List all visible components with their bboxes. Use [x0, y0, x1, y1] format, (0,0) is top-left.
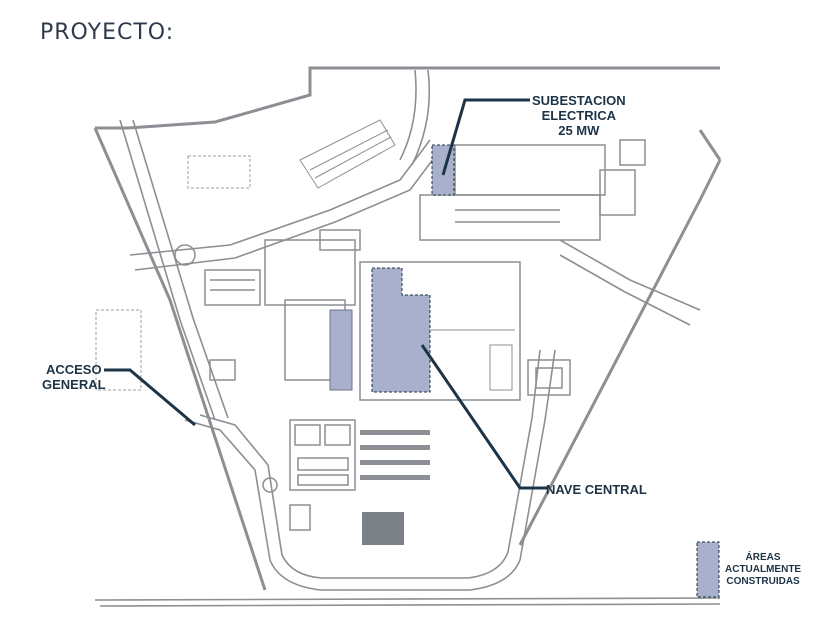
access-label-line-1: ACCESO	[45, 362, 102, 377]
perimeter-roads	[94, 69, 721, 607]
central-hall	[359, 261, 521, 401]
substation-label-line-2: ELECTRICA	[541, 108, 617, 123]
leader-lines	[104, 98, 548, 490]
substation-label: SUBESTACION ELECTRICA 25 MW	[532, 93, 626, 138]
central-hall-label: NAVE CENTRAL	[546, 482, 647, 497]
annex-built-area	[329, 309, 353, 391]
substation-label-line-3: 25 MW	[558, 123, 600, 138]
substation-zone	[419, 139, 646, 241]
central-hall-built-area	[371, 267, 431, 393]
roundabouts	[174, 244, 278, 493]
parcels	[95, 155, 251, 391]
legend-label: ÁREAS ACTUALMENTE CONSTRUIDAS	[725, 552, 801, 588]
access-label: ACCESO GENERAL	[42, 362, 106, 392]
legend-label-line-3: CONSTRUIDAS	[726, 576, 800, 587]
parking-top	[299, 119, 396, 189]
access-label-line-2: GENERAL	[42, 377, 106, 392]
legend-swatch	[696, 541, 720, 598]
page-title: PROYECTO:	[40, 20, 175, 45]
south-blocks	[289, 419, 356, 531]
legend-label-line-1: ÁREAS	[745, 552, 781, 563]
legend-label-line-2: ACTUALMENTE	[725, 564, 802, 575]
substation-label-line-1: SUBESTACION	[532, 93, 626, 108]
right-building	[527, 359, 571, 396]
south-hall	[360, 430, 430, 545]
